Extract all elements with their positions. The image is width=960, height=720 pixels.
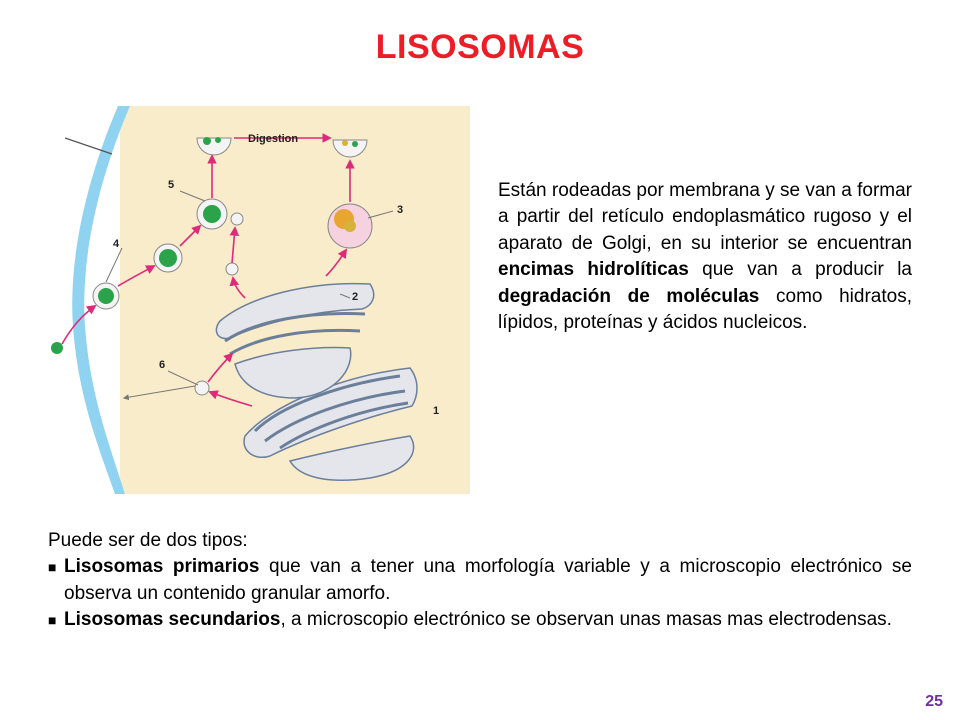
lysosome-types: Puede ser de dos tipos: ■ Lisosomas prima… [48,528,912,634]
pointer-4 [105,247,123,283]
list-item: ■ Lisosomas secundarios, a microscopio el… [48,607,912,633]
extracellular-particle [51,342,63,354]
pointer-3 [367,210,394,219]
label-5: 5 [168,179,174,191]
golgi-apparatus [215,282,375,399]
label-digestion: Digestion [248,133,298,145]
vesicles [92,137,373,396]
label-4: 4 [113,238,120,250]
desc-text-2: que van a producir la [688,259,912,281]
desc-bold-enzymes: encimas hidrolíticas [498,259,689,281]
square-bullet-icon: ■ [48,612,57,629]
type-secondary-text: , a microscopio electrónico se observan … [280,609,892,631]
pointer-5 [179,190,206,202]
label-2: 2 [352,291,358,303]
lysosome-diagram: Digestion 1 2 3 4 5 6 [40,106,470,494]
types-intro: Puede ser de dos tipos: [48,530,248,551]
square-bullet-icon: ■ [48,559,57,576]
pathway-arrows [61,133,355,407]
list-item: ■ Lisosomas primarios que van a tener una… [48,554,912,607]
pointer-6 [167,370,199,386]
rough-er-stack [243,367,418,481]
plasma-membrane [72,106,130,494]
pointer-2 [339,293,351,299]
label-6: 6 [159,359,165,371]
type-primary-text: que van a tener una morfología variable … [64,556,912,604]
desc-text-3: como hidratos, lípidos, proteínas y ácid… [498,285,912,334]
label-3: 3 [397,204,403,216]
desc-bold-degradation: degradación de moléculas [498,285,760,307]
label-1: 1 [433,405,439,417]
pointer-line [64,137,113,155]
page-title: LISOSOMAS [375,28,585,66]
desc-text-1: Están rodeadas por membrana y se van a f… [498,180,912,254]
page-number: 25 [925,693,943,710]
lysosome-diagram-svg: Digestion 1 2 3 4 5 6 [40,106,470,494]
extracellular-space [40,106,130,494]
lysosome-description: Están rodeadas por membrana y se van a f… [498,178,912,336]
type-secondary-label: Lisosomas secundarios [64,609,281,631]
type-primary-label: Lisosomas primarios [64,556,260,578]
types-list: ■ Lisosomas primarios que van a tener una… [48,554,912,633]
